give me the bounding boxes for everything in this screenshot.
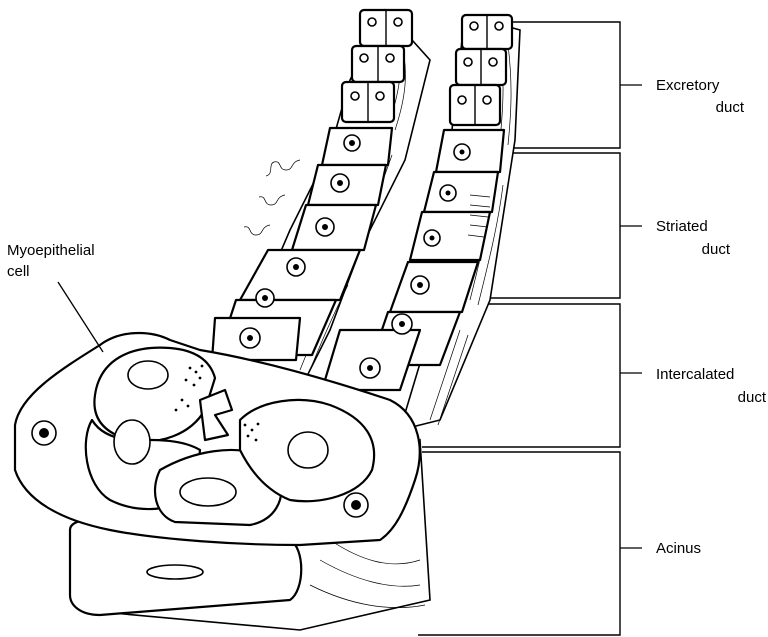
label-intercalated-line2: duct (738, 388, 766, 408)
label-acinus: Acinus (656, 539, 701, 559)
label-striated-line2: duct (702, 240, 730, 260)
label-myoepithelial-line2: cell (7, 262, 30, 282)
label-excretory-line1: Excretory (656, 76, 719, 96)
label-intercalated-line1: Intercalated (656, 365, 734, 385)
label-myoepithelial-line1: Myoepithelial (7, 241, 95, 261)
label-striated-line1: Striated (656, 217, 708, 237)
myoepithelial-leader (58, 282, 103, 352)
bracket-acinus (418, 452, 642, 635)
label-excretory-line2: duct (716, 98, 744, 118)
